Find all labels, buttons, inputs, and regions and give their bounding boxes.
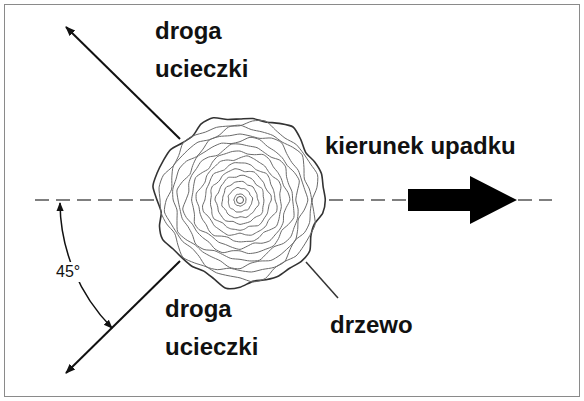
tree-ring xyxy=(234,194,246,206)
tree-ring xyxy=(222,181,259,217)
tree-ring xyxy=(196,156,281,242)
angle-label: 45° xyxy=(54,262,82,282)
tree-ring xyxy=(215,175,264,224)
fall-arrow xyxy=(408,176,517,224)
tree-ring xyxy=(192,151,290,249)
fall-direction-label: kierunek upadku xyxy=(325,127,516,165)
tree-ring xyxy=(173,134,308,269)
frame xyxy=(5,5,580,397)
tree-ring xyxy=(164,125,311,272)
tree-pith xyxy=(237,197,244,204)
tree-rings xyxy=(153,118,325,289)
tree-ring xyxy=(203,163,278,236)
escape-arrow xyxy=(66,261,180,373)
tree-ring xyxy=(159,120,318,281)
leader-line xyxy=(306,262,338,298)
tree-label: drzewo xyxy=(330,306,413,344)
tree-ring xyxy=(228,187,252,212)
escape-route-label: droga ucieczki xyxy=(165,290,285,366)
tree-ring xyxy=(183,144,294,254)
tree-ring xyxy=(153,118,325,289)
tree-ring xyxy=(177,137,299,261)
escape-route-label: droga ucieczki xyxy=(155,12,275,88)
tree-ring xyxy=(210,169,271,231)
